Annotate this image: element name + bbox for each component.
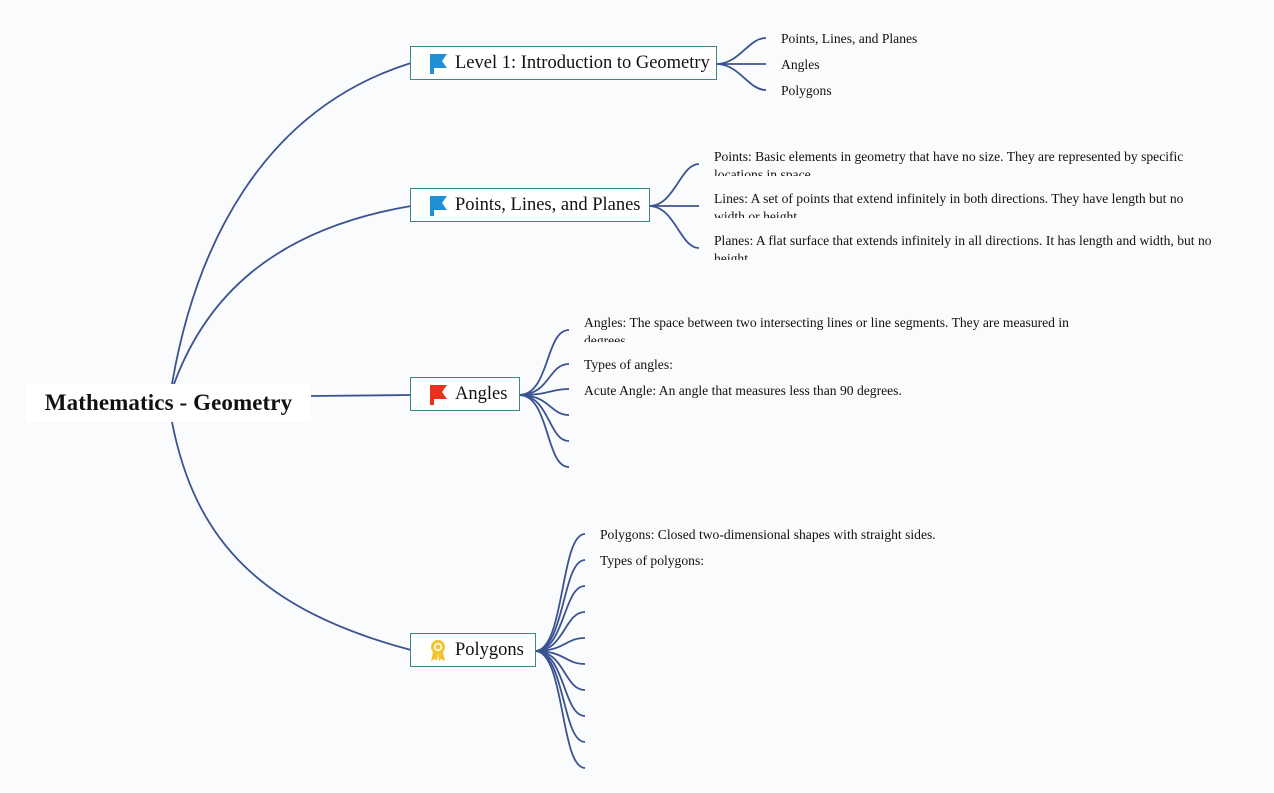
leaf-item[interactable]: Polygons: Closed two-dimensional shapes … <box>600 527 936 542</box>
leaf-item[interactable]: Lines: A set of points that extend infin… <box>714 191 1184 218</box>
leaf-item[interactable]: Types of polygons: <box>600 553 705 568</box>
topic-angles[interactable]: Angles <box>410 377 520 411</box>
connector-t4-c8 <box>534 650 586 717</box>
leaf-item[interactable]: Planes: A flat surface that extends infi… <box>714 233 1212 260</box>
connector-t4-c1 <box>534 533 586 652</box>
connector-root-topic1 <box>171 62 412 385</box>
leaf-item[interactable]: Angles: The space between two intersecti… <box>584 315 1069 342</box>
red-flag-icon <box>427 382 449 406</box>
connector-t1-c1 <box>715 37 767 65</box>
connector-t4-c10 <box>534 650 586 769</box>
leaf-item[interactable]: Points: Basic elements in geometry that … <box>714 149 1184 176</box>
connector-t4-c2 <box>534 559 586 652</box>
connector-t3-c3 <box>518 388 570 396</box>
connector-t1-c3 <box>715 63 767 91</box>
leaf-item[interactable]: Types of angles: <box>584 357 673 372</box>
leaf-item[interactable]: Points, Lines, and Planes <box>781 31 918 46</box>
connector-t3-c1 <box>518 329 570 396</box>
connector-t4-c3 <box>534 585 586 652</box>
topic-label: Polygons <box>455 639 524 660</box>
topic-points-lines-planes[interactable]: Points, Lines, and Planes <box>410 188 650 222</box>
connector-t2-c1 <box>648 163 700 207</box>
root-topic-label: Mathematics - Geometry <box>44 390 293 415</box>
connector-root-topic3 <box>310 394 412 397</box>
topic-label: Points, Lines, and Planes <box>455 194 641 215</box>
connector-root-topic4 <box>171 421 412 651</box>
leaf-item[interactable]: Angles <box>781 57 820 72</box>
topic-label: Angles <box>455 383 508 404</box>
connector-root-topic2 <box>173 205 412 385</box>
connector-t2-c3 <box>648 205 700 249</box>
blue-flag-icon <box>427 193 449 217</box>
topic-introduction-to-geometry[interactable]: Level 1: Introduction to Geometry <box>410 46 717 80</box>
topic-label: Level 1: Introduction to Geometry <box>455 52 710 73</box>
root-topic[interactable]: Mathematics - Geometry <box>26 384 311 422</box>
leaf-item[interactable]: Acute Angle: An angle that measures less… <box>584 383 902 398</box>
award-badge-icon <box>427 638 449 662</box>
topic-polygons[interactable]: Polygons <box>410 633 536 667</box>
connector-t3-c6 <box>518 394 570 468</box>
leaf-item[interactable]: Polygons <box>781 83 832 98</box>
blue-flag-icon <box>427 51 449 75</box>
